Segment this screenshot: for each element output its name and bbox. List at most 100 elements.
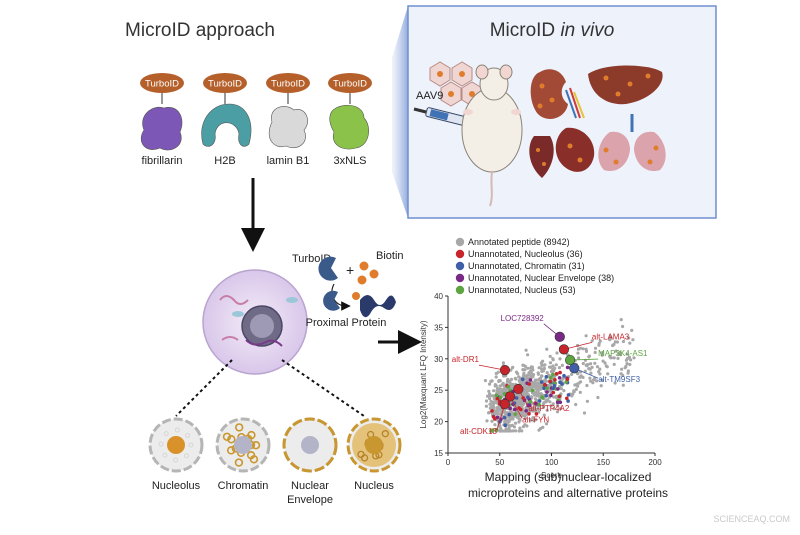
unannotated-point (553, 378, 557, 382)
annotated-point (615, 340, 620, 344)
protein-structure-3xNLS (329, 105, 369, 150)
legend-marker-0 (455, 237, 465, 247)
unannotated-point (551, 390, 556, 395)
annotated-point (483, 379, 487, 383)
annotated-point (492, 389, 496, 393)
annotated-point (544, 379, 548, 383)
annotated-point (494, 400, 498, 404)
unannotated-point (503, 423, 508, 428)
annotated-point (488, 382, 492, 386)
annotated-point (523, 388, 527, 392)
annotated-point (533, 409, 538, 413)
unannotated-point (495, 415, 500, 420)
unannotated-point (557, 376, 562, 380)
annotated-point (509, 383, 514, 387)
annotated-point (545, 408, 549, 412)
zoom-line-left (175, 359, 233, 417)
annotated-point (529, 418, 533, 422)
y-tick-label: 35 (434, 323, 443, 332)
annotated-point (593, 361, 597, 365)
y-tick-label: 25 (434, 386, 443, 395)
annotated-point (539, 361, 544, 365)
annotated-point (548, 389, 552, 393)
unannotated-point (498, 395, 503, 400)
annotated-point (537, 410, 541, 414)
annotated-point (522, 374, 527, 378)
annotated-point (489, 379, 493, 383)
unannotated-point (491, 415, 496, 419)
highlight-point-5 (513, 383, 524, 395)
legend-label-4: Unannotated, Nucleus (53) (468, 285, 576, 295)
unannotated-point (539, 380, 544, 384)
annotated-point (506, 423, 510, 427)
annotated-point (537, 366, 541, 370)
annotated-point (542, 363, 546, 367)
annotated-point (491, 401, 495, 405)
unannotated-point (495, 396, 500, 401)
annotated-point (552, 395, 556, 399)
annotated-point (536, 407, 541, 411)
annotated-point (584, 334, 588, 338)
annotated-point (573, 383, 577, 387)
annotated-point (581, 347, 585, 351)
annotated-point (585, 399, 590, 403)
unannotated-point (490, 428, 495, 432)
annotated-point (536, 371, 540, 375)
compartment-label-3: Nucleus (354, 480, 394, 492)
annotated-point (587, 355, 591, 359)
compartment-label-2-1: Envelope (287, 494, 333, 506)
unannotated-point (537, 402, 541, 407)
reaction-scheme: TurboID + Biotin Proximal Protein (292, 250, 404, 329)
annotated-point (523, 414, 527, 418)
unannotated-point (552, 384, 557, 388)
highlight-point-4 (569, 363, 580, 374)
annotated-point (522, 391, 526, 395)
annotated-point (519, 401, 523, 405)
annotated-point (624, 364, 628, 369)
annotated-point (555, 410, 560, 414)
annotated-point (510, 423, 514, 427)
annotated-point (600, 351, 604, 355)
highlight-label-3: alt-DR1 (452, 355, 480, 364)
annotated-point (621, 324, 625, 329)
annotated-point (629, 358, 633, 362)
annotated-point (510, 366, 515, 370)
annotated-point (578, 346, 583, 350)
annotated-point (579, 374, 583, 378)
protein-structure-H2B (201, 103, 252, 147)
annotated-point (606, 372, 610, 376)
annotated-point (488, 396, 492, 401)
annotated-point (521, 380, 525, 384)
unannotated-point (542, 386, 546, 391)
highlight-point-3 (499, 365, 511, 376)
annotated-point (620, 367, 624, 371)
annotated-point (494, 375, 498, 379)
legend-label-1: Unannotated, Nucleolus (36) (468, 249, 583, 259)
unannotated-point (534, 412, 539, 416)
annotated-point (619, 318, 623, 322)
unannotated-point (553, 381, 557, 386)
highlight-label-7: alt-CDK13 (460, 427, 497, 436)
legend-label-3: Unannotated, Nuclear Envelope (38) (468, 273, 614, 283)
unannotated-point (558, 400, 563, 405)
annotated-point (600, 353, 604, 357)
unannotated-point (557, 394, 562, 399)
annotated-point (527, 406, 531, 410)
watermark: SCIENCEAQ.COM (713, 514, 790, 524)
approach-title: MicroID approach (125, 20, 275, 41)
annotated-point (595, 379, 599, 383)
annotated-point (609, 356, 614, 360)
annotated-point (628, 341, 632, 345)
annotated-point (548, 354, 552, 358)
annotated-point (488, 402, 492, 406)
annotated-point (627, 336, 631, 340)
annotated-point (498, 384, 502, 388)
annotated-point (618, 351, 622, 355)
annotated-point (502, 387, 506, 391)
unannotated-point (549, 376, 553, 380)
annotated-point (576, 351, 580, 355)
unannotated-point (543, 382, 547, 387)
zoom-line-right (281, 359, 365, 417)
mouse-illustration (461, 64, 523, 207)
